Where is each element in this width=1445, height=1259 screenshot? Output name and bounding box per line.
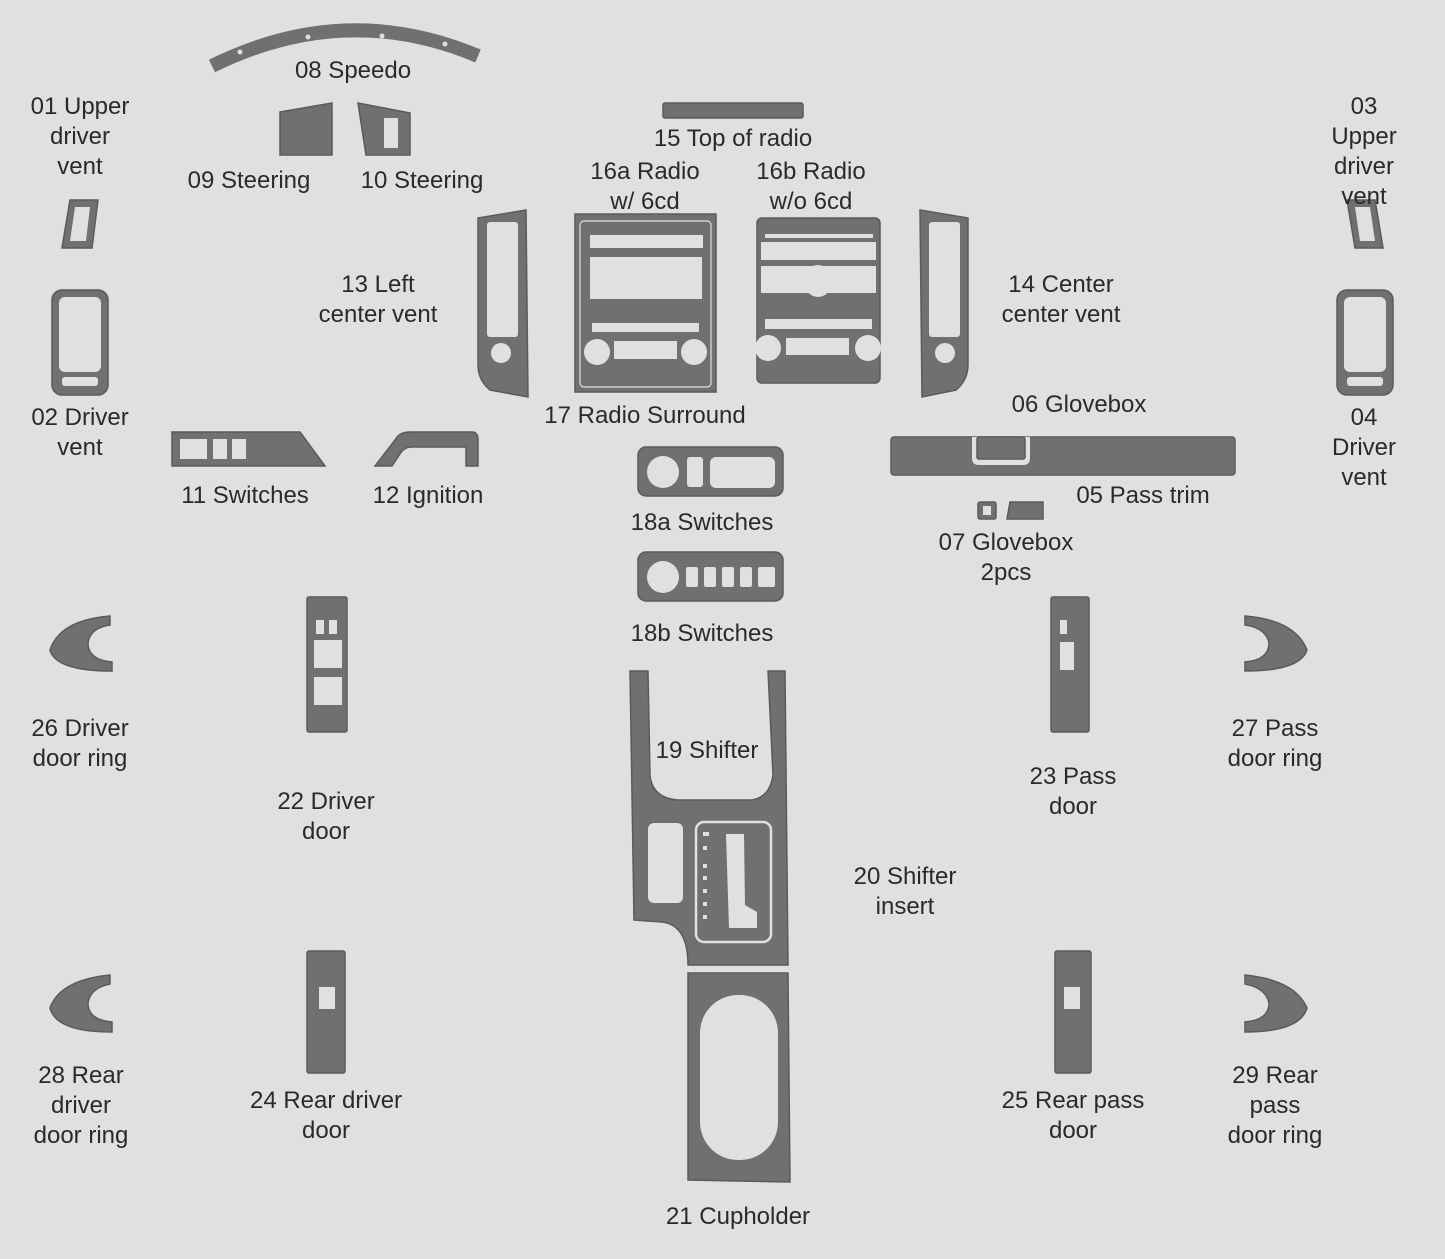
part-15-top-of-radio	[662, 102, 804, 119]
part-14-center-center-vent	[919, 209, 969, 398]
part-02-driver-vent	[51, 289, 109, 396]
label-17: 17 Radio Surround	[544, 402, 746, 429]
label-25: 25 Rear pass door	[1001, 1087, 1145, 1144]
part-28-rear-driver-door-ring	[49, 974, 113, 1033]
part-25-rear-pass-door	[1054, 950, 1092, 1074]
label-09: 09 Steering	[187, 167, 311, 194]
part-08-speedo	[208, 23, 481, 73]
part-26-driver-door-ring	[49, 615, 113, 672]
part-27-pass-door-ring	[1244, 615, 1308, 672]
label-15: 15 Top of radio	[653, 125, 813, 152]
label-11: 11 Switches	[181, 482, 309, 509]
label-29: 29 Rear pass door ring	[1227, 1062, 1323, 1149]
label-06: 06 Glovebox	[1011, 391, 1147, 418]
label-16a: 16a Radio w/ 6cd	[590, 158, 700, 215]
part-13-left-center-vent	[477, 209, 529, 398]
label-13: 13 Left center vent	[318, 271, 438, 328]
label-24: 24 Rear driver door	[249, 1087, 403, 1144]
label-19: 19 Shifter	[655, 737, 759, 764]
label-07: 07 Glovebox 2pcs	[938, 529, 1074, 586]
label-28: 28 Rear driver door ring	[33, 1062, 129, 1149]
part-16a-radio	[574, 213, 717, 393]
label-18b: 18b Switches	[630, 620, 774, 647]
label-02: 02 Driver vent	[31, 404, 129, 461]
label-27: 27 Pass door ring	[1227, 715, 1323, 772]
label-23: 23 Pass door	[1029, 763, 1117, 820]
part-18b-switches	[637, 551, 784, 602]
label-22: 22 Driver door	[277, 788, 375, 845]
part-16b-radio	[755, 217, 881, 384]
part-24-rear-driver-door	[306, 950, 346, 1074]
label-20: 20 Shifter insert	[853, 863, 957, 920]
label-16b: 16b Radio w/o 6cd	[756, 158, 866, 215]
part-07-glovebox-2pcs	[977, 501, 1044, 520]
part-10-steering	[357, 102, 411, 156]
label-04: 04 Driver vent	[1332, 404, 1396, 491]
part-06-glovebox	[890, 436, 1236, 476]
part-04-driver-vent	[1336, 289, 1394, 396]
label-14: 14 Center center vent	[1001, 271, 1121, 328]
part-23-pass-door	[1050, 596, 1090, 733]
part-22-driver-door	[306, 596, 348, 733]
label-21: 21 Cupholder	[665, 1203, 811, 1230]
label-12: 12 Ignition	[372, 482, 484, 509]
part-09-steering	[279, 102, 333, 156]
part-21-cupholder	[687, 972, 791, 1183]
part-12-ignition	[373, 431, 479, 467]
part-11-switches	[171, 431, 327, 467]
part-19-20-shifter	[629, 670, 789, 966]
label-10: 10 Steering	[360, 167, 484, 194]
label-08: 08 Speedo	[294, 57, 412, 84]
label-18a: 18a Switches	[630, 509, 774, 536]
label-03: 03 Upper driver vent	[1331, 93, 1397, 210]
part-29-rear-pass-door-ring	[1244, 974, 1308, 1033]
label-05: 05 Pass trim	[1076, 482, 1210, 509]
part-18a-switches	[637, 446, 784, 497]
label-26: 26 Driver door ring	[31, 715, 129, 772]
label-01: 01 Upper driver vent	[30, 93, 130, 180]
